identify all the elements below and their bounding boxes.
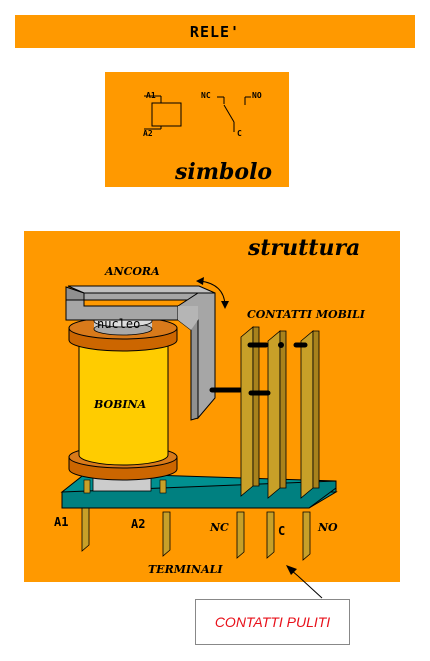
coil-body	[78, 342, 169, 466]
coil-bottom-arc	[78, 454, 169, 466]
relay-symbol-diagram	[144, 95, 251, 132]
anchor-arm-joint	[178, 306, 198, 330]
terminal-label-a2: A2	[131, 517, 146, 531]
symbol-caption: simbolo	[175, 159, 273, 185]
contact-blade-nc-edge	[252, 326, 260, 487]
terminals-label: TERMINALI	[148, 563, 223, 576]
contact-point-c	[278, 342, 284, 348]
symbol-label-c: C	[237, 129, 242, 138]
motion-arrow	[196, 277, 229, 309]
terminal-label-nc: NC	[210, 521, 229, 534]
symbol-label-no: NO	[252, 91, 262, 100]
terminal-pin-a1	[81, 504, 90, 552]
structure-caption: struttura	[248, 235, 361, 261]
coil-symbol-rect	[151, 102, 182, 127]
terminal-pin-nc	[236, 511, 245, 559]
terminal-pin-a2	[162, 511, 171, 557]
terminal-pin-c	[266, 511, 275, 559]
terminal-pin-no	[302, 511, 311, 561]
switch-blade	[223, 104, 235, 123]
contact-blade-c-edge	[279, 330, 287, 489]
core-label: nucleo	[97, 317, 141, 331]
callout-pointer	[286, 565, 323, 599]
clean-contacts-callout: CONTATTI PULITI	[195, 599, 350, 645]
terminal-pins	[81, 504, 311, 561]
terminal-label-no: NO	[318, 521, 338, 534]
contact-blade-nc	[240, 326, 254, 497]
contact-blade-no	[300, 330, 314, 499]
callout-text: CONTATTI PULITI	[214, 614, 331, 630]
anchor-arm-side	[176, 319, 199, 421]
terminal-label-c: C	[278, 524, 286, 538]
callout-line	[297, 575, 323, 599]
contact-blade-c	[267, 330, 281, 499]
base-side	[61, 480, 337, 509]
anchor-armature	[65, 285, 216, 421]
page-title: RELE'	[189, 22, 241, 41]
callout-line-start	[290, 569, 299, 577]
motion-arrowhead-bottom	[221, 301, 229, 309]
coil-cylinder	[79, 342, 168, 455]
terminal-label-a1: A1	[54, 515, 69, 529]
symbol-panel: A1 A2 NC NO C simbolo	[105, 72, 289, 187]
moving-contacts	[240, 326, 320, 499]
anchor-label: ANCORA	[105, 265, 160, 278]
motion-arrowhead-top	[196, 277, 204, 285]
symbol-label-nc: NC	[201, 91, 211, 100]
coil-label: BOBINA	[94, 398, 147, 411]
contact-blade-no-edge	[312, 330, 320, 489]
title-bar: RELE'	[15, 15, 415, 48]
symbol-label-a1: A1	[146, 91, 156, 100]
coil-foot-left	[83, 479, 91, 494]
moving-contacts-label: CONTATTI MOBILI	[247, 308, 365, 321]
symbol-label-a2: A2	[143, 129, 153, 138]
anchor-top	[67, 285, 216, 294]
coil-foot-right	[159, 479, 167, 494]
